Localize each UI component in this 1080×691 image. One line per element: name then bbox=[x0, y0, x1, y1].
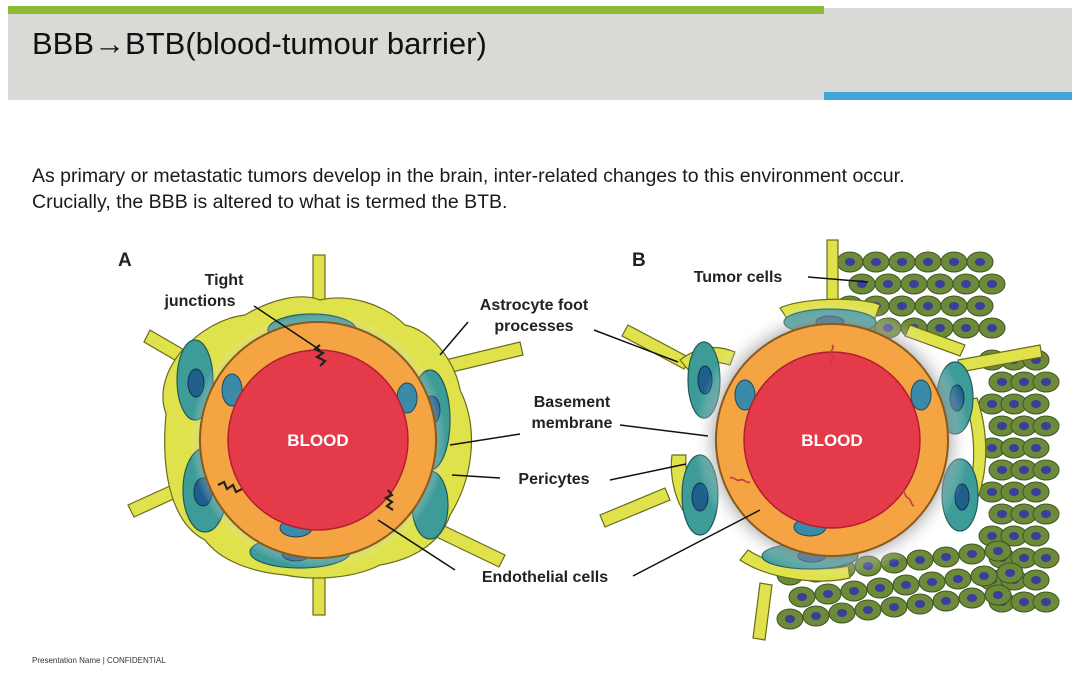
tumor-cell-nucleus bbox=[935, 324, 945, 332]
tumor-cell-nucleus bbox=[1041, 422, 1051, 430]
tumor-cell-nucleus bbox=[987, 488, 997, 496]
tumor-cell-nucleus bbox=[1009, 400, 1019, 408]
panel-b-letter: B bbox=[632, 250, 646, 271]
tumor-cell-nucleus bbox=[987, 400, 997, 408]
tumor-cell-nucleus bbox=[997, 466, 1007, 474]
tumor-cell-nucleus bbox=[875, 584, 885, 592]
title-band bbox=[8, 8, 1072, 100]
tumor-cell-nucleus bbox=[823, 590, 833, 598]
tumor-cell-nucleus bbox=[1041, 378, 1051, 386]
basement-label-1: Basement bbox=[534, 394, 611, 411]
tumor-cell-nucleus bbox=[849, 587, 859, 595]
tumor-cell-nucleus bbox=[863, 606, 873, 614]
tumor-cell-nucleus bbox=[967, 594, 977, 602]
tumor-cell-nucleus bbox=[909, 280, 919, 288]
tumor-cell-nucleus bbox=[871, 258, 881, 266]
tumor-cell-nucleus bbox=[1031, 400, 1041, 408]
panel-b-leaky-junctions bbox=[729, 344, 915, 507]
shared-labels: Astrocyte foot processes Basement membra… bbox=[480, 297, 613, 586]
tumor-cell-nucleus bbox=[987, 532, 997, 540]
tumor-cell-nucleus bbox=[797, 593, 807, 601]
tumor-cell-nucleus bbox=[889, 603, 899, 611]
tumor-cell-nucleus bbox=[1041, 598, 1051, 606]
tumor-cell-nucleus bbox=[901, 581, 911, 589]
tumor-cell-nucleus bbox=[935, 280, 945, 288]
panel-b-blood-lumen bbox=[743, 351, 921, 529]
tumor-cell-nucleus bbox=[993, 591, 1003, 599]
tumor-cell-nucleus bbox=[923, 258, 933, 266]
tumor-cell-nucleus bbox=[1019, 554, 1029, 562]
basement-label-2: membrane bbox=[532, 415, 613, 432]
panel-a: A bbox=[118, 250, 524, 616]
tumor-cell-nucleus bbox=[837, 609, 847, 617]
astrocyte-label-1: Astrocyte foot bbox=[480, 297, 589, 314]
tumor-cell-nucleus bbox=[1009, 444, 1019, 452]
tumor-cell-nucleus bbox=[1009, 532, 1019, 540]
tumor-cell-nucleus bbox=[811, 612, 821, 620]
footer-text: Presentation Name | CONFIDENTIAL bbox=[32, 656, 166, 665]
tumor-cell-nucleus bbox=[1041, 510, 1051, 518]
tumor-cell-nucleus bbox=[927, 578, 937, 586]
tumor-cell-nucleus bbox=[1019, 510, 1029, 518]
tumor-cell-nucleus bbox=[949, 302, 959, 310]
panel-a-letter: A bbox=[118, 250, 132, 271]
tumor-cell-nucleus bbox=[961, 280, 971, 288]
panel-b-leader-lines bbox=[593, 276, 869, 577]
tumor-cell-nucleus bbox=[997, 378, 1007, 386]
tumor-cell-nucleus bbox=[975, 302, 985, 310]
tumor-cell-nucleus bbox=[997, 422, 1007, 430]
tumor-cell-nucleus bbox=[845, 258, 855, 266]
tumor-cell-nucleus bbox=[949, 258, 959, 266]
body-line-1: As primary or metastatic tumors develop … bbox=[32, 165, 905, 187]
tumor-cell-nucleus bbox=[979, 572, 989, 580]
tumor-cell-nucleus bbox=[1031, 488, 1041, 496]
tumor-cell-nucleus bbox=[1019, 466, 1029, 474]
panel-a-blood-label: BLOOD bbox=[287, 431, 348, 450]
panel-a-tight-junctions bbox=[217, 344, 394, 511]
tumor-cell-nucleus bbox=[961, 324, 971, 332]
tumor-cell-nucleus bbox=[1041, 554, 1051, 562]
tumor-cell-nucleus bbox=[987, 324, 997, 332]
accent-bar-green bbox=[8, 6, 824, 14]
tumor-cell-nucleus bbox=[1019, 422, 1029, 430]
body-text: As primary or metastatic tumors develop … bbox=[32, 163, 1067, 215]
tumor-cell-nucleus bbox=[997, 510, 1007, 518]
tumor-cell-nucleus bbox=[915, 556, 925, 564]
tumor-cell-nucleus bbox=[897, 302, 907, 310]
tumor-cell-nucleus bbox=[987, 280, 997, 288]
tumor-cell-nucleus bbox=[1005, 569, 1015, 577]
tumor-cell-nucleus bbox=[883, 280, 893, 288]
tumor-cells-label: Tumor cells bbox=[694, 269, 783, 286]
tumor-cell-nucleus bbox=[1019, 378, 1029, 386]
accent-bar-blue bbox=[824, 92, 1072, 100]
tumor-cell-nucleus bbox=[967, 550, 977, 558]
tumor-cell-nucleus bbox=[1041, 466, 1051, 474]
tumor-cell-nucleus bbox=[975, 258, 985, 266]
tight-junctions-label-1: Tight bbox=[205, 272, 244, 289]
tumor-cell-nucleus bbox=[987, 444, 997, 452]
body-line-2: Crucially, the BBB is altered to what is… bbox=[32, 191, 508, 213]
tumor-cell-nucleus bbox=[993, 547, 1003, 555]
slide-title: BBB→BTB(blood-tumour barrier) bbox=[32, 26, 487, 61]
pericytes-label: Pericytes bbox=[518, 471, 589, 488]
endothelial-label: Endothelial cells bbox=[482, 569, 608, 586]
tumor-cell-nucleus bbox=[923, 302, 933, 310]
tumor-cell-nucleus bbox=[1031, 576, 1041, 584]
tumor-cell-nucleus bbox=[1031, 532, 1041, 540]
astrocyte-label-2: processes bbox=[494, 318, 573, 335]
tumor-cell-nucleus bbox=[785, 615, 795, 623]
tight-junctions-label-2: junctions bbox=[163, 293, 235, 310]
tumor-cell-nucleus bbox=[1031, 444, 1041, 452]
tumor-cell-nucleus bbox=[1009, 488, 1019, 496]
tumor-cell-nucleus bbox=[941, 553, 951, 561]
panel-b-blood-label: BLOOD bbox=[801, 431, 862, 450]
tumor-cell-nucleus bbox=[915, 600, 925, 608]
tumor-cell-nucleus bbox=[897, 258, 907, 266]
panel-b: B bbox=[593, 239, 1060, 641]
panel-a-leader-lines bbox=[253, 305, 521, 571]
tumor-cell-nucleus bbox=[941, 597, 951, 605]
tumor-cell-nucleus bbox=[953, 575, 963, 583]
tumor-cell-nucleus bbox=[1019, 598, 1029, 606]
